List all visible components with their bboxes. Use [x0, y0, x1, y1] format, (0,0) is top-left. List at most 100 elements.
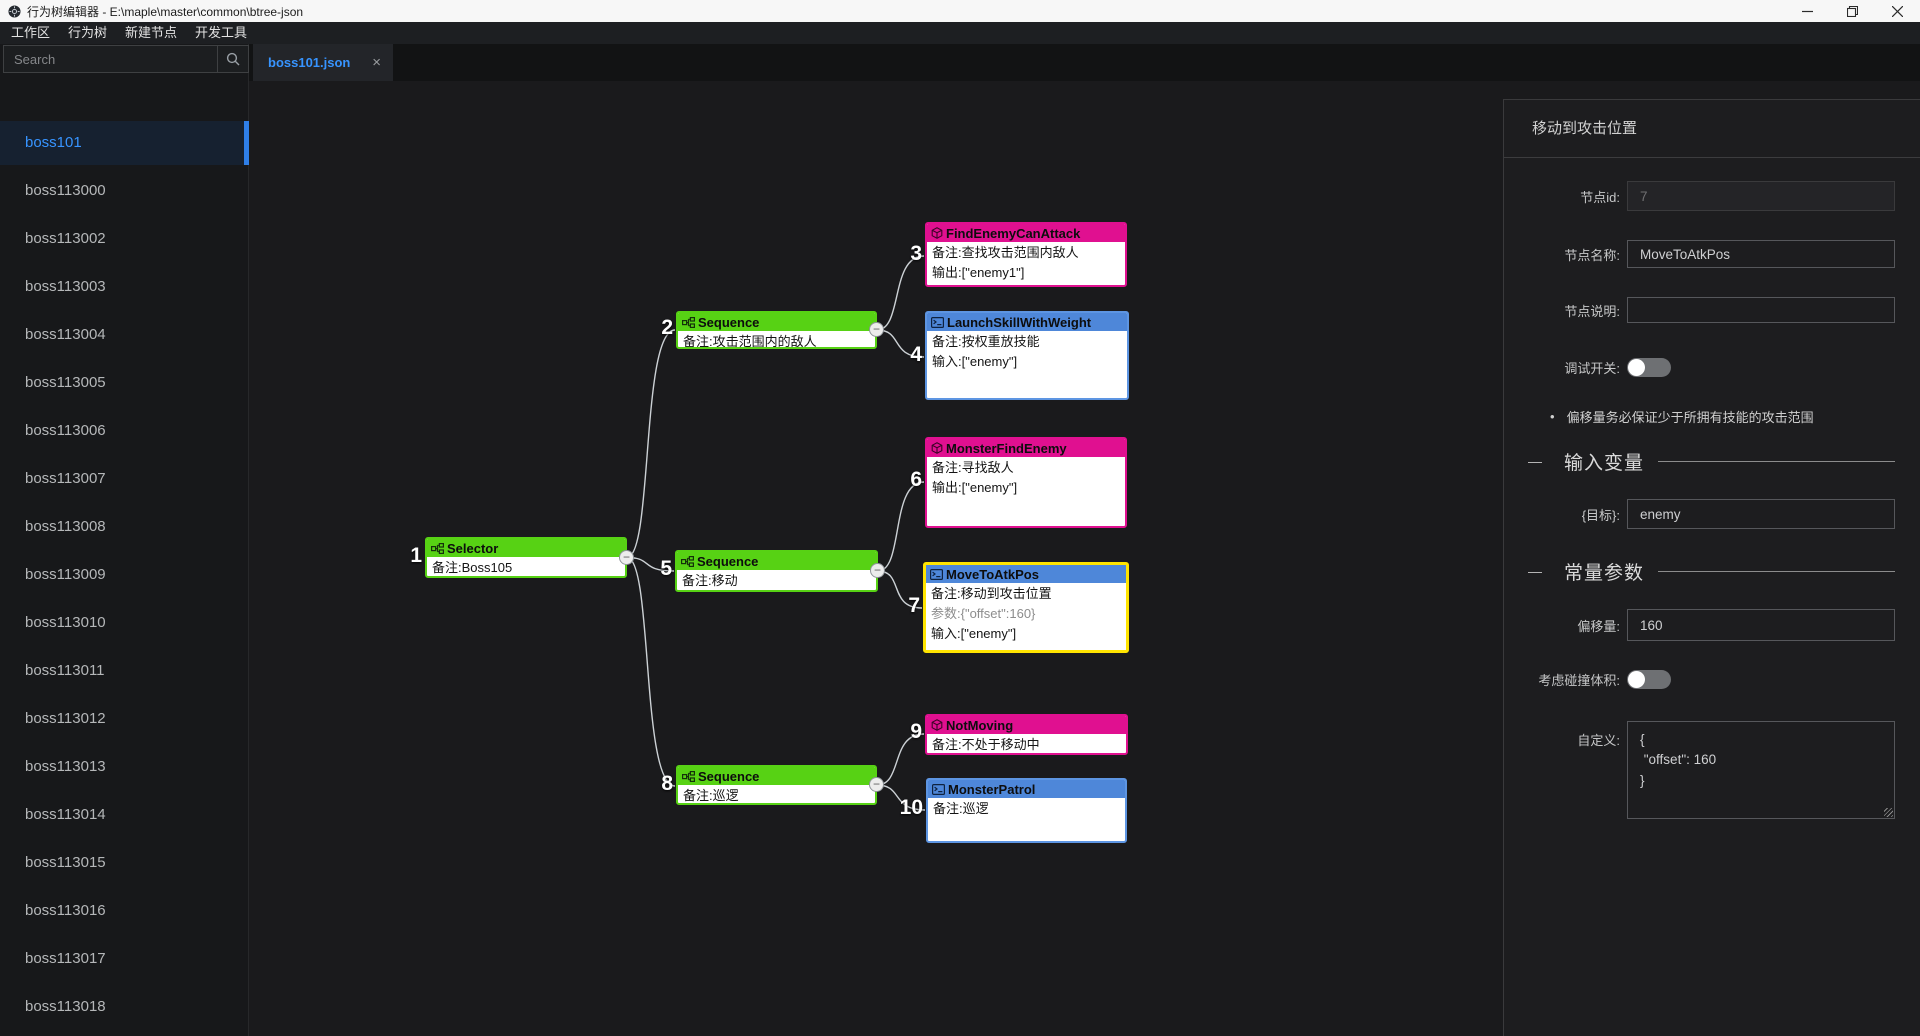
node-line: 备注:查找攻击范围内敌人: [932, 245, 1079, 260]
debug-toggle[interactable]: [1627, 358, 1671, 377]
node-desc-field[interactable]: [1627, 297, 1895, 323]
condition-icon: [931, 227, 943, 239]
node-body: 备注:查找攻击范围内敌人输出:["enemy1"]: [927, 242, 1125, 283]
minimize-button[interactable]: [1785, 0, 1830, 22]
node-line: 备注:巡逻: [933, 801, 989, 816]
collapse-badge[interactable]: −: [869, 777, 884, 792]
sidebar-item-boss113008[interactable]: boss113008: [25, 518, 106, 535]
sidebar-item-boss113011[interactable]: boss113011: [25, 662, 105, 679]
node-id-field: [1627, 181, 1895, 211]
node-line: 输入:["enemy"]: [932, 354, 1018, 369]
sidebar-item-boss113003[interactable]: boss113003: [25, 278, 106, 295]
action-icon: [930, 568, 943, 580]
search-icon: [226, 52, 240, 66]
bt-node-MonsterFindEnemy[interactable]: MonsterFindEnemy 备注:寻找敌人输出:["enemy"]: [925, 437, 1127, 528]
bt-node-Sequence[interactable]: Sequence 备注:移动: [675, 550, 878, 592]
sidebar-item-boss113006[interactable]: boss113006: [25, 422, 106, 439]
node-header: LaunchSkillWithWeight: [927, 313, 1127, 331]
collapse-badge[interactable]: −: [869, 322, 884, 337]
node-number-label: 9: [910, 720, 922, 743]
node-line: 备注:移动: [682, 573, 738, 588]
target-field[interactable]: [1627, 499, 1895, 529]
node-line: 输出:["enemy"]: [932, 480, 1018, 495]
node-number-label: 2: [661, 316, 673, 339]
node-title: MonsterPatrol: [948, 781, 1036, 797]
node-line: 参数:{"offset":160}: [931, 606, 1036, 621]
bt-node-MonsterPatrol[interactable]: MonsterPatrol 备注:巡逻: [926, 778, 1127, 843]
tab-boss101-json[interactable]: boss101.json ×: [253, 44, 393, 81]
node-number-label: 7: [908, 594, 920, 617]
node-title: FindEnemyCanAttack: [946, 225, 1081, 241]
node-title: MonsterFindEnemy: [946, 440, 1067, 456]
sidebar-item-boss113010[interactable]: boss113010: [25, 614, 106, 631]
node-body: 备注:按权重放技能输入:["enemy"]: [927, 331, 1127, 372]
node-number-label: 4: [910, 343, 922, 366]
menu-item-新建节点[interactable]: 新建节点: [125, 25, 178, 40]
sidebar-item-boss101[interactable]: boss101: [0, 121, 249, 165]
debug-toggle-label: 调试开关:: [1564, 361, 1620, 376]
restore-button[interactable]: [1830, 0, 1875, 22]
sidebar-item-boss113004[interactable]: boss113004: [25, 326, 106, 343]
action-icon: [932, 783, 945, 795]
node-body: 备注:攻击范围内的敌人: [678, 331, 875, 349]
collision-toggle[interactable]: [1627, 669, 1671, 689]
node-line: 备注:攻击范围内的敌人: [683, 334, 817, 349]
sidebar-item-boss113015[interactable]: boss113015: [25, 854, 106, 871]
node-number-label: 1: [410, 544, 422, 567]
tab-close-icon[interactable]: ×: [372, 54, 381, 71]
sidebar-item-boss113014[interactable]: boss113014: [25, 806, 106, 823]
node-name-field[interactable]: [1627, 240, 1895, 268]
sidebar-item-boss113018[interactable]: boss113018: [25, 998, 106, 1015]
collapse-badge[interactable]: −: [870, 563, 885, 578]
sidebar-item-boss113012[interactable]: boss113012: [25, 710, 106, 727]
custom-label: 自定义:: [1577, 733, 1620, 748]
node-number-label: 10: [899, 796, 923, 819]
sidebar-item-boss113005[interactable]: boss113005: [25, 374, 106, 391]
section-title-input-vars: 输入变量: [1564, 452, 1645, 474]
offset-field[interactable]: [1627, 609, 1895, 641]
sidebar-item-boss113009[interactable]: boss113009: [25, 566, 106, 583]
node-title: Sequence: [697, 553, 759, 569]
action-icon: [931, 316, 944, 328]
sidebar-item-boss113002[interactable]: boss113002: [25, 230, 106, 247]
node-header: Sequence: [678, 767, 875, 785]
note-text: 偏移量务必保证少于所拥有技能的攻击范围: [1566, 409, 1814, 425]
section-title-const-params: 常量参数: [1564, 562, 1645, 584]
close-button[interactable]: [1875, 0, 1920, 22]
sidebar-item-boss113007[interactable]: boss113007: [25, 470, 106, 487]
resize-handle[interactable]: [1884, 808, 1893, 817]
node-line: 备注:按权重放技能: [932, 334, 1040, 349]
menu-item-行为树[interactable]: 行为树: [68, 25, 108, 40]
sidebar-item-boss113013[interactable]: boss113013: [25, 758, 106, 775]
note-bullet: •: [1550, 408, 1555, 424]
section-dash: —: [1528, 453, 1542, 469]
collapse-badge[interactable]: −: [619, 549, 634, 565]
composite-icon: [682, 316, 695, 328]
sidebar-item-boss113016[interactable]: boss113016: [25, 902, 106, 919]
window-title: 行为树编辑器 - E:\maple\master\common\btree-js…: [27, 4, 304, 19]
node-number-label: 3: [910, 242, 922, 265]
composite-icon: [431, 542, 444, 554]
node-line: 输出:["enemy1"]: [932, 265, 1025, 280]
sidebar-item-boss113017[interactable]: boss113017: [25, 950, 106, 967]
node-title: Selector: [447, 540, 499, 556]
search-button[interactable]: [217, 46, 248, 72]
node-body: 备注:移动到攻击位置参数:{"offset":160}输入:["enemy"]: [926, 583, 1126, 644]
custom-json-field[interactable]: { "offset": 160 }: [1627, 721, 1895, 819]
node-line: 备注:寻找敌人: [932, 460, 1014, 475]
sidebar-item-boss113000[interactable]: boss113000: [25, 182, 106, 199]
search-input[interactable]: [4, 46, 217, 72]
minimize-icon: [1802, 10, 1813, 12]
condition-icon: [931, 442, 943, 454]
menu-item-工作区[interactable]: 工作区: [11, 25, 51, 40]
node-header: NotMoving: [927, 716, 1126, 734]
section-rule: [1658, 570, 1895, 572]
menu-item-开发工具[interactable]: 开发工具: [195, 25, 248, 40]
